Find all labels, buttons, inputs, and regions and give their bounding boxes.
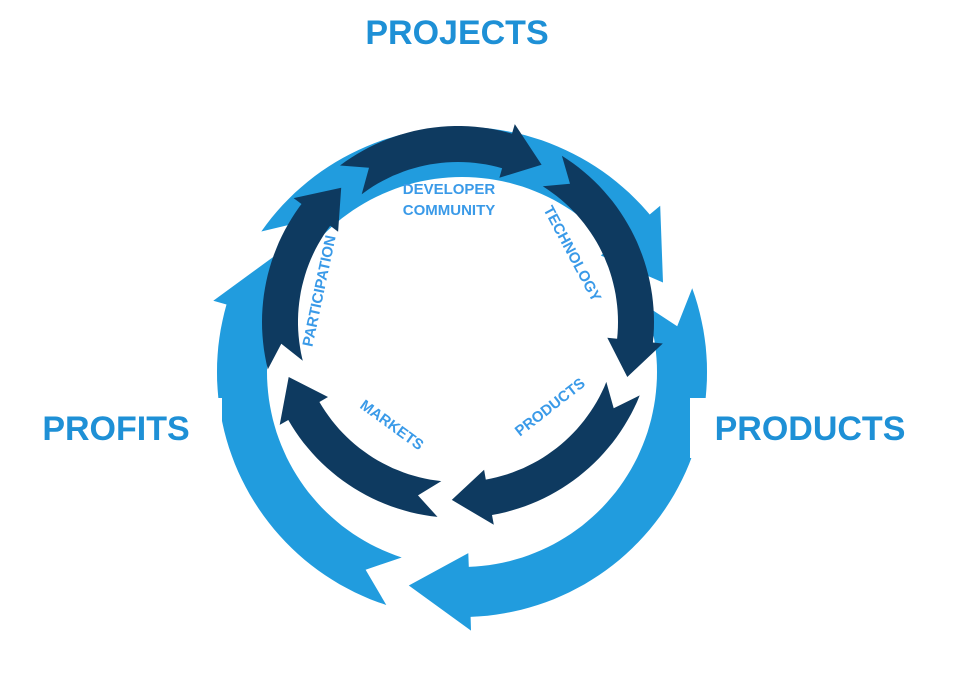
inner-arrow-3 [451, 381, 640, 525]
products-label-box [690, 398, 922, 458]
profits-label-box [24, 398, 222, 458]
developer-community-label-line1: DEVELOPER [403, 181, 496, 198]
outer-arrow-3 [213, 255, 402, 605]
inner-arrow-2 [542, 155, 663, 377]
inner-arrow-1 [340, 124, 542, 195]
profits-label: PROFITS [42, 410, 189, 448]
inner-arrow-4 [279, 377, 442, 517]
products-outer-label: PRODUCTS [715, 410, 906, 448]
projects-label-box [350, 8, 566, 60]
markets-label: MARKETS [357, 397, 427, 454]
outer-arrow-2 [408, 288, 707, 631]
inner-arrow-5 [262, 187, 342, 370]
projects-label: PROJECTS [365, 14, 548, 52]
developer-community-label-line2: COMMUNITY [403, 202, 496, 219]
inner-cycle-ring [262, 124, 663, 525]
